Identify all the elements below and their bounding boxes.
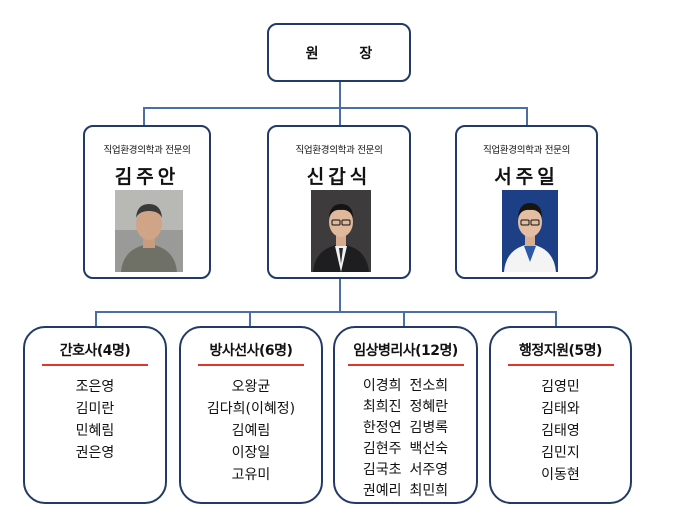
member-name: 김태영 bbox=[541, 423, 580, 439]
doctor-photo bbox=[502, 190, 558, 272]
member-name: 김민지 bbox=[541, 445, 580, 461]
member-name: 오왕균 bbox=[231, 379, 271, 395]
connector-dept-1 bbox=[95, 311, 97, 326]
director-title: 원 장 bbox=[305, 45, 391, 62]
member-name: 김태와 bbox=[541, 401, 580, 417]
doctor-role: 직업환경의학과 전문의 bbox=[295, 145, 383, 156]
member-pair: 이경희 전소희 bbox=[335, 376, 476, 397]
member-pair: 최희진 정혜란 bbox=[335, 397, 476, 418]
member-name: 김병록 bbox=[409, 420, 449, 436]
doctor-card: 직업환경의학과 전문의 신갑식 bbox=[267, 125, 411, 279]
member-name: 서주영 bbox=[409, 462, 449, 478]
dept-title-underline bbox=[42, 364, 148, 366]
connector-dept-4 bbox=[555, 311, 557, 326]
member-list: 김영민 김태와 김태영 김민지 이동현 bbox=[491, 376, 630, 486]
dept-title: 방사선사(6명) bbox=[209, 343, 293, 359]
dept-title: 임상병리사(12명) bbox=[353, 343, 458, 359]
director-box: 원 장 bbox=[267, 23, 411, 82]
member-pair: 한정연 김병록 bbox=[335, 418, 476, 439]
doctor-name: 서주일 bbox=[494, 166, 559, 188]
member-pair: 김현주 백선숙 bbox=[335, 439, 476, 460]
connector-doctor-2 bbox=[339, 107, 341, 125]
member-name: 최희진 bbox=[362, 399, 402, 415]
connector-depts-horizontal bbox=[95, 311, 557, 313]
member-pair: 김국초 서주영 bbox=[335, 460, 476, 481]
member-name: 김미란 bbox=[75, 401, 115, 417]
connector-dept-2 bbox=[249, 311, 251, 326]
dept-title: 간호사(4명) bbox=[59, 343, 131, 359]
doctor-name: 김주안 bbox=[114, 166, 180, 188]
doctor-name: 신갑식 bbox=[306, 166, 372, 188]
connector-doctor-3 bbox=[526, 107, 528, 125]
member-name: 김국초 bbox=[362, 462, 402, 478]
dept-title-underline bbox=[198, 364, 304, 366]
dept-title-underline bbox=[347, 364, 464, 366]
dept-title: 행정지원(5명) bbox=[519, 343, 602, 359]
doctor-photo bbox=[115, 190, 183, 272]
member-name: 고유미 bbox=[231, 467, 271, 483]
dept-nurse: 간호사(4명) 조은영 김미란 민혜림 권은영 bbox=[23, 326, 167, 504]
member-list: 조은영 김미란 민혜림 권은영 bbox=[25, 376, 165, 464]
doctor-card: 직업환경의학과 전문의 서주일 bbox=[455, 125, 598, 279]
member-name: 전소희 bbox=[409, 378, 449, 394]
member-list: 이경희 전소희 최희진 정혜란 한정연 김병록 김현주 백선숙 김국초 서주영 권예리 최민… bbox=[335, 376, 476, 502]
connector-doctor-1 bbox=[143, 107, 145, 125]
doctor-card: 직업환경의학과 전문의 김주안 bbox=[83, 125, 211, 279]
doctor-photo bbox=[311, 190, 371, 272]
member-name: 백선숙 bbox=[409, 441, 449, 457]
member-name: 민혜림 bbox=[75, 423, 115, 439]
member-name: 김현주 bbox=[362, 441, 402, 457]
connector-director-down bbox=[339, 82, 341, 108]
member-name: 김예림 bbox=[231, 423, 271, 439]
member-name: 최민희 bbox=[409, 483, 449, 499]
connector-dept-3 bbox=[403, 311, 405, 326]
member-name: 정혜란 bbox=[409, 399, 449, 415]
member-name: 조은영 bbox=[75, 379, 115, 395]
dept-admin-support: 행정지원(5명) 김영민 김태와 김태영 김민지 이동현 bbox=[489, 326, 632, 504]
member-name: 권은영 bbox=[75, 445, 115, 461]
member-name: 이경희 bbox=[362, 378, 402, 394]
member-pair: 권예리 최민희 bbox=[335, 481, 476, 502]
member-name: 김다희(이혜정) bbox=[206, 401, 296, 417]
member-name: 한정연 bbox=[362, 420, 402, 436]
member-name: 이장일 bbox=[231, 445, 271, 461]
member-name: 김영민 bbox=[541, 379, 580, 395]
dept-clinical-pathology: 임상병리사(12명) 이경희 전소희 최희진 정혜란 한정연 김병록 김현주 백선숙 김… bbox=[333, 326, 478, 504]
doctor-role: 직업환경의학과 전문의 bbox=[482, 145, 571, 156]
connector-doctors-horizontal bbox=[143, 107, 528, 109]
member-name: 이동현 bbox=[541, 467, 580, 483]
dept-title-underline bbox=[507, 364, 614, 366]
connector-trunk bbox=[339, 279, 341, 312]
member-list: 오왕균 김다희(이혜정) 김예림 이장일 고유미 bbox=[181, 376, 321, 486]
doctor-role: 직업환경의학과 전문의 bbox=[103, 145, 191, 156]
dept-radiology: 방사선사(6명) 오왕균 김다희(이혜정) 김예림 이장일 고유미 bbox=[179, 326, 323, 504]
member-name: 권예리 bbox=[362, 483, 402, 499]
